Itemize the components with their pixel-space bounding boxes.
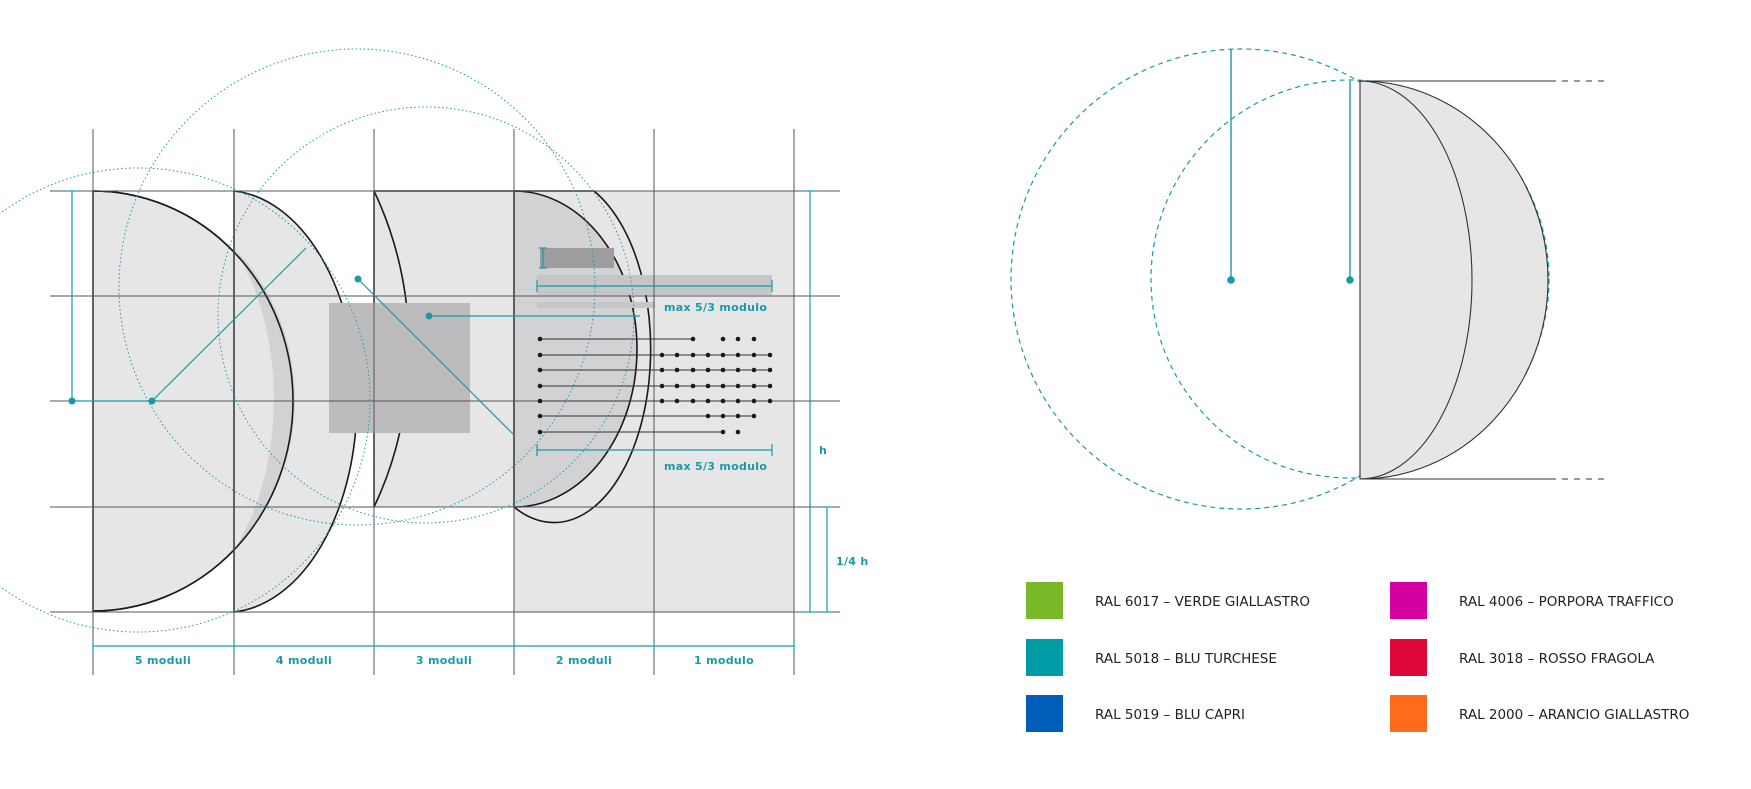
- text-block-placeholder: [329, 303, 470, 433]
- swatch-green: [1026, 582, 1063, 619]
- dot: [720, 383, 726, 389]
- logo-circle-small: [1150, 79, 1550, 479]
- swatch-red: [1390, 639, 1427, 676]
- dot-matrix: [537, 336, 773, 435]
- dot: [720, 352, 726, 358]
- dot: [720, 429, 726, 435]
- dot: [767, 367, 773, 373]
- dot: [751, 336, 757, 342]
- module-label-5: 5 moduli: [135, 654, 191, 667]
- bar-dark: [540, 248, 614, 268]
- dot: [674, 398, 680, 404]
- dot: [690, 398, 696, 404]
- dot: [751, 352, 757, 358]
- dot: [735, 383, 741, 389]
- dot: [720, 367, 726, 373]
- swatch-orange: [1390, 695, 1427, 732]
- center-point-2: [148, 397, 156, 405]
- half-disc-2-moduli: [513, 190, 638, 508]
- dot: [720, 413, 726, 419]
- legend-label: RAL 3018 – ROSSO FRAGOLA: [1459, 651, 1655, 667]
- module-label-2: 2 moduli: [556, 654, 612, 667]
- logo-outer-half: [1359, 80, 1549, 480]
- dot: [735, 367, 741, 373]
- max-dim-bottom-label: max 5/3 modulo: [664, 460, 767, 473]
- dot: [674, 367, 680, 373]
- swatch-purple: [1390, 582, 1427, 619]
- dot: [674, 352, 680, 358]
- legend-item: RAL 3018 – ROSSO FRAGOLA: [1390, 639, 1655, 676]
- dot: [674, 383, 680, 389]
- legend-label: RAL 6017 – VERDE GIALLASTRO: [1095, 594, 1310, 610]
- dot: [720, 398, 726, 404]
- radius-line-3: [151, 247, 307, 402]
- dot: [735, 429, 741, 435]
- dot: [705, 413, 711, 419]
- dot: [659, 367, 665, 373]
- legend-item: RAL 2000 – ARANCIO GIALLASTRO: [1390, 695, 1689, 732]
- dot: [735, 413, 741, 419]
- dot: [767, 398, 773, 404]
- dot: [751, 383, 757, 389]
- h-label: h: [819, 444, 827, 457]
- construction-circle-3: [217, 106, 635, 524]
- legend-item: RAL 4006 – PORPORA TRAFFICO: [1390, 582, 1674, 619]
- dot: [767, 383, 773, 389]
- dot: [690, 367, 696, 373]
- dot: [537, 352, 543, 358]
- dot: [659, 383, 665, 389]
- center-point-3: [425, 312, 433, 320]
- dot: [705, 398, 711, 404]
- legend-item: RAL 5019 – BLU CAPRI: [1026, 695, 1245, 732]
- dot: [751, 413, 757, 419]
- dot: [705, 352, 711, 358]
- center-point-4: [354, 275, 362, 283]
- logo-inner-arc: [1359, 80, 1473, 480]
- module-label-1: 1 modulo: [694, 654, 754, 667]
- bar-light-2: [537, 302, 655, 308]
- dot: [767, 352, 773, 358]
- dot: [705, 383, 711, 389]
- swatch-turquoise: [1026, 639, 1063, 676]
- dot: [751, 398, 757, 404]
- center-point-1: [68, 397, 76, 405]
- construction-grid: max 5/3 modulo max 5/3 modulo h 1/4 h 5 …: [0, 48, 869, 675]
- dot: [537, 367, 543, 373]
- logo-center-large: [1227, 276, 1235, 284]
- dot: [659, 352, 665, 358]
- logo-mark-construction: [1010, 48, 1610, 510]
- dot: [720, 336, 726, 342]
- max-dim-top-label: max 5/3 modulo: [664, 301, 767, 314]
- legend-item: RAL 6017 – VERDE GIALLASTRO: [1026, 582, 1310, 619]
- module-label-3: 3 moduli: [416, 654, 472, 667]
- legend-label: RAL 5019 – BLU CAPRI: [1095, 707, 1245, 723]
- construction-circle-1: [0, 167, 371, 633]
- dot: [537, 336, 543, 342]
- legend-label: RAL 2000 – ARANCIO GIALLASTRO: [1459, 707, 1689, 723]
- radius-line-5: [357, 278, 515, 436]
- dot: [537, 413, 543, 419]
- dot: [705, 367, 711, 373]
- dot: [659, 398, 665, 404]
- logo-center-small: [1346, 276, 1354, 284]
- dot: [537, 383, 543, 389]
- dot: [690, 383, 696, 389]
- dot: [690, 336, 696, 342]
- dot: [537, 398, 543, 404]
- legend-label: RAL 4006 – PORPORA TRAFFICO: [1459, 594, 1674, 610]
- dot: [735, 352, 741, 358]
- dot: [690, 352, 696, 358]
- dot: [751, 367, 757, 373]
- quarter-h-label: 1/4 h: [836, 555, 869, 568]
- legend-label: RAL 5018 – BLU TURCHESE: [1095, 651, 1277, 667]
- dot: [537, 429, 543, 435]
- dot: [735, 398, 741, 404]
- legend-item: RAL 5018 – BLU TURCHESE: [1026, 639, 1277, 676]
- module-label-4: 4 moduli: [276, 654, 332, 667]
- color-legend: RAL 6017 – VERDE GIALLASTRO RAL 5018 – BL…: [1026, 582, 1689, 732]
- swatch-blue: [1026, 695, 1063, 732]
- construction-circle-2: [118, 48, 596, 526]
- dot: [735, 336, 741, 342]
